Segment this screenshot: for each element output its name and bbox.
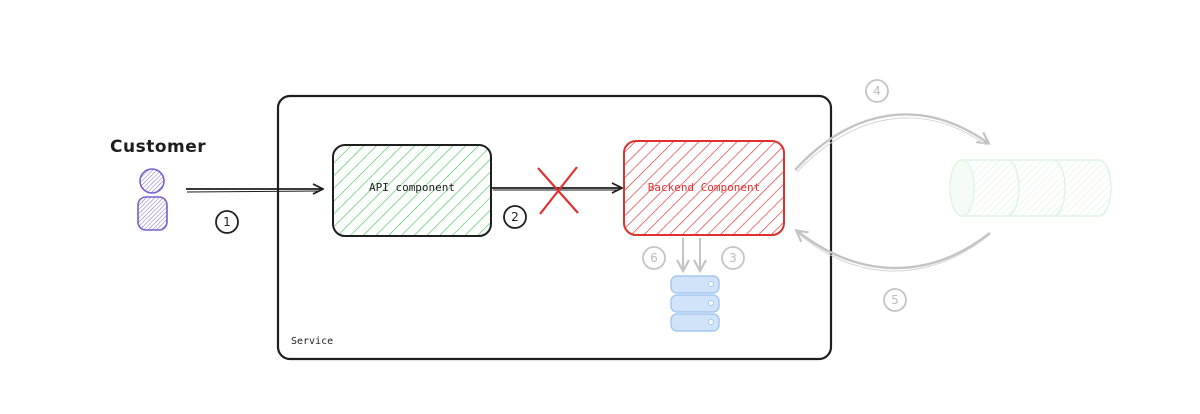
database-icon <box>670 275 720 332</box>
queue-cylinder-icon <box>949 159 1112 217</box>
step-number-1: 1 <box>223 215 231 229</box>
api-component-box: API component <box>332 144 492 237</box>
step-badge-3: 3 <box>721 246 745 270</box>
arrow-queue-to-backend <box>797 231 991 272</box>
arrows-backend-database <box>683 238 700 270</box>
step-badge-4: 4 <box>865 79 889 103</box>
step-badge-2: 2 <box>503 205 527 229</box>
step-badge-5: 5 <box>883 288 907 312</box>
customer-actor: Customer <box>110 137 206 231</box>
cross-icon <box>537 166 579 215</box>
service-container: Service <box>276 94 833 361</box>
step-number-2: 2 <box>511 210 519 224</box>
step-badge-6: 6 <box>642 246 666 270</box>
step-number-5: 5 <box>891 293 899 307</box>
arrow-backend-to-queue <box>794 113 988 173</box>
backend-component-label: Backend Component <box>648 181 761 194</box>
arrow-customer-to-api <box>186 189 322 192</box>
step-number-3: 3 <box>729 251 737 265</box>
step-number-4: 4 <box>873 84 881 98</box>
step-badge-1: 1 <box>215 210 239 234</box>
step-number-6: 6 <box>650 251 658 265</box>
person-icon <box>137 168 168 231</box>
service-label: Service <box>291 336 333 347</box>
backend-component-box: Backend Component <box>623 140 785 236</box>
api-component-label: API component <box>369 181 455 194</box>
customer-label: Customer <box>110 137 206 157</box>
